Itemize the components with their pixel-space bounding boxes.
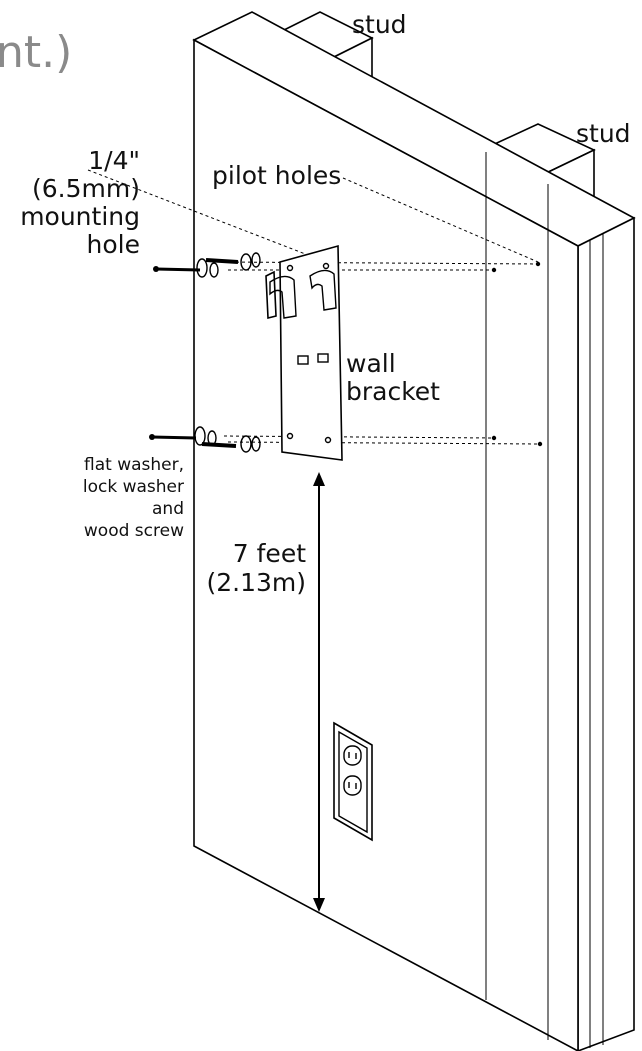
label-hardware-line3: and <box>152 499 184 519</box>
wall-bracket <box>265 244 343 461</box>
label-height: 7 feet (2.13m) <box>206 539 306 597</box>
upper-screw-set <box>153 252 261 278</box>
height-dimension-arrow <box>313 472 325 912</box>
label-height-line1: 7 feet <box>233 539 306 568</box>
title-fragment: nt.) <box>0 27 72 78</box>
label-hardware-line2: lock washer <box>83 477 184 497</box>
label-stud-top: stud <box>352 10 407 39</box>
label-mounting-hole-line2: (6.5mm) <box>32 174 140 203</box>
label-wall-bracket-line1: wall <box>346 349 396 378</box>
pilot-holes <box>491 261 543 447</box>
label-wall-bracket-line2: bracket <box>346 377 440 406</box>
label-mounting-hole-line3: mounting <box>20 202 140 231</box>
label-mounting-hole: 1/4" (6.5mm) mounting hole <box>20 146 140 259</box>
electrical-outlet <box>333 721 373 842</box>
label-stud-right: stud <box>576 119 631 148</box>
lower-screw-set <box>149 426 261 453</box>
label-mounting-hole-line4: hole <box>87 230 140 259</box>
label-height-line2: (2.13m) <box>206 568 306 597</box>
label-pilot-holes: pilot holes <box>212 161 341 190</box>
label-hardware-line1: flat washer, <box>84 455 184 475</box>
label-hardware: flat washer, lock washer and wood screw <box>83 455 184 541</box>
label-mounting-hole-line1: 1/4" <box>88 146 140 175</box>
guide-lines <box>87 169 541 445</box>
label-hardware-line4: wood screw <box>84 521 184 541</box>
label-wall-bracket: wall bracket <box>346 349 440 406</box>
